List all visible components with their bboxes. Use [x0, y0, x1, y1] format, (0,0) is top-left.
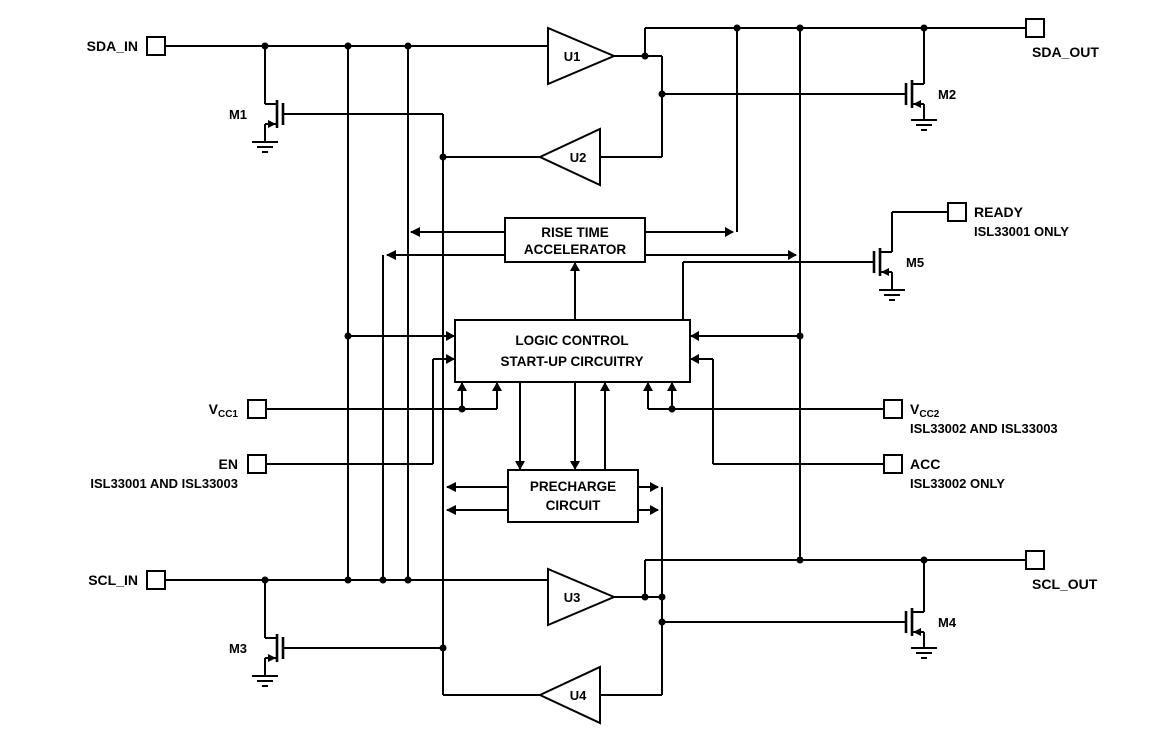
m3-source-arrow: [268, 654, 276, 662]
buffer-u1: U1: [547, 26, 617, 86]
mosfet-m5-label: M5: [906, 255, 924, 270]
ground-symbol-m4: [911, 647, 937, 659]
wires-logic-right: [690, 335, 884, 465]
pin-scl-in-label: SCL_IN: [88, 572, 138, 588]
pin-ready-square: [947, 202, 967, 222]
pin-vcc1: VCC1: [209, 399, 267, 420]
pin-scl-out-label: SCL_OUT: [1032, 576, 1098, 592]
pin-en-square: [247, 454, 267, 474]
mosfet-m1-label: M1: [229, 107, 247, 122]
mosfet-m3-label: M3: [229, 641, 247, 656]
logic-line1: LOGIC CONTROL: [515, 333, 628, 348]
ground-symbol-m1: [252, 141, 278, 153]
pin-sda-out: SDA_OUT: [1025, 18, 1099, 60]
ground-symbol-m2: [911, 119, 937, 131]
mosfet-m3: M3: [229, 580, 443, 687]
block-rise-time-accelerator: RISE TIME ACCELERATOR: [504, 217, 646, 263]
block-logic-control: LOGIC CONTROL START-UP CIRCUITRY: [454, 319, 691, 383]
pin-ready-note: ISL33001 ONLY: [974, 224, 1069, 239]
pin-vcc1-label: VCC1: [209, 401, 239, 420]
mosfet-m4: M4: [904, 560, 957, 659]
precharge-line2: CIRCUIT: [546, 498, 601, 513]
pin-acc: ACC ISL33002 ONLY: [883, 454, 1005, 491]
pin-vcc2: VCC2 ISL33002 AND ISL33003: [883, 399, 1058, 436]
pin-acc-label: ACC: [910, 456, 940, 472]
pin-vcc2-square: [883, 399, 903, 419]
pin-vcc1-square: [247, 399, 267, 419]
wires-bottom-scl: [165, 487, 1026, 696]
pin-en-label: EN: [219, 456, 238, 472]
pin-sda-in: SDA_IN: [87, 36, 166, 56]
m4-source-arrow: [913, 628, 921, 636]
m2-source-arrow: [913, 100, 921, 108]
m1-source-arrow: [268, 120, 276, 128]
wires-vertical-buses: [347, 28, 801, 695]
pin-scl-out: SCL_OUT: [1025, 550, 1098, 592]
pin-scl-in-square: [146, 570, 166, 590]
pin-ready-label: READY: [974, 204, 1024, 220]
wires-rise-time-accelerator: [387, 231, 796, 320]
pin-vcc2-label: VCC2: [910, 401, 940, 420]
pin-acc-note: ISL33002 ONLY: [910, 476, 1005, 491]
wires-vcc2: [647, 382, 884, 410]
pin-ready: READY ISL33001 ONLY: [947, 202, 1069, 239]
pin-vcc2-note: ISL33002 AND ISL33003: [910, 421, 1058, 436]
mosfet-m2-label: M2: [938, 87, 956, 102]
wires-logic-precharge: [447, 382, 658, 511]
mosfet-m5: M5: [682, 211, 948, 320]
block-precharge-circuit: PRECHARGE CIRCUIT: [507, 469, 639, 523]
pin-en: EN ISL33001 AND ISL33003: [90, 454, 267, 491]
precharge-line1: PRECHARGE: [530, 479, 616, 494]
pin-sda-in-label: SDA_IN: [87, 38, 138, 54]
buffer-u2-label: U2: [570, 150, 587, 165]
buffer-u4: U4: [537, 665, 601, 725]
pin-en-note: ISL33001 AND ISL33003: [90, 476, 238, 491]
signal-arrows: [386, 227, 797, 515]
wires-logic-left: [266, 335, 455, 465]
pin-scl-out-square: [1025, 550, 1045, 570]
junction-dots: [261, 24, 928, 652]
pin-sda-out-square: [1025, 18, 1045, 38]
mosfet-m4-label: M4: [938, 615, 957, 630]
ground-symbol-m5: [879, 289, 905, 301]
pin-acc-square: [883, 454, 903, 474]
pin-sda-in-square: [146, 36, 166, 56]
ground-symbol-m3: [252, 675, 278, 687]
buffer-u1-label: U1: [564, 49, 581, 64]
buffer-u4-label: U4: [570, 688, 587, 703]
buffer-u3-label: U3: [564, 590, 581, 605]
rta-line2: ACCELERATOR: [524, 242, 627, 257]
mosfet-m1: M1: [229, 46, 443, 153]
rta-line1: RISE TIME: [541, 225, 609, 240]
buffer-u2: U2: [537, 127, 601, 187]
wires-top-sda: [165, 27, 1026, 158]
buffer-u3: U3: [547, 567, 617, 627]
pin-sda-out-label: SDA_OUT: [1032, 44, 1099, 60]
m5-source-arrow: [881, 268, 889, 276]
pin-scl-in: SCL_IN: [88, 570, 166, 590]
logic-line2: START-UP CIRCUITRY: [500, 354, 643, 369]
mosfet-m2: M2: [904, 28, 956, 131]
